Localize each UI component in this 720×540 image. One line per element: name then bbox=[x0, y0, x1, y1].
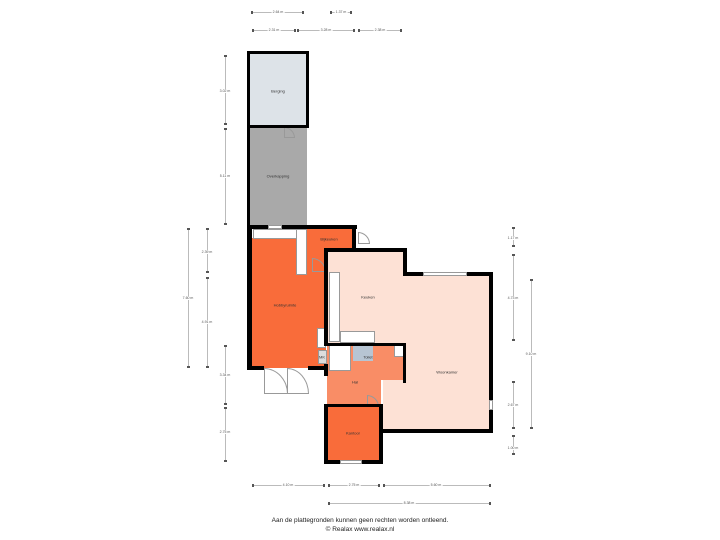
room-label-overkapping: Overkapping bbox=[266, 173, 290, 179]
stairs bbox=[329, 345, 351, 371]
room-berging bbox=[249, 53, 307, 127]
window bbox=[340, 460, 362, 464]
dim-label: 5.11 m bbox=[218, 174, 232, 178]
door[interactable] bbox=[287, 368, 309, 394]
dim-label: 4.10 m bbox=[281, 483, 295, 487]
wall bbox=[324, 248, 406, 252]
wall bbox=[247, 51, 250, 228]
copyright-text: © Realax www.realax.nl bbox=[325, 526, 395, 533]
dim-label: 2.64 m bbox=[271, 10, 285, 14]
dim-line bbox=[224, 407, 227, 462]
dim-label: 8.38 m bbox=[402, 501, 416, 505]
door[interactable] bbox=[264, 368, 288, 394]
dim-label: 9.10 m bbox=[524, 352, 538, 356]
wall bbox=[403, 248, 407, 275]
room-label-woonkamer: Woonkamer bbox=[436, 369, 458, 375]
wall bbox=[324, 364, 328, 376]
room-label-kantoor: Kantoor bbox=[345, 430, 361, 436]
dim-label: 1.00 m bbox=[506, 446, 520, 450]
window bbox=[268, 225, 282, 229]
dim-label: 5.60 m bbox=[429, 483, 443, 487]
room-label-bijkeuken: Bijkeuken bbox=[320, 236, 338, 242]
dim-label: 2.67 m bbox=[506, 403, 520, 407]
meterkast bbox=[318, 350, 327, 364]
wall bbox=[308, 366, 328, 370]
dim-label: 7.60 m bbox=[181, 296, 195, 300]
room-label-berging: Berging bbox=[271, 88, 285, 94]
wall bbox=[403, 272, 423, 276]
room-label-hal: Hal bbox=[351, 379, 359, 385]
room-label-hobbyruimte: Hobbyruimte bbox=[273, 302, 297, 308]
wall bbox=[489, 410, 493, 433]
dim-label: 2.38 m bbox=[373, 28, 387, 32]
wall bbox=[247, 51, 309, 54]
room-label-toilet: Toilet bbox=[363, 354, 373, 360]
dim-label: 3.02 m bbox=[218, 89, 232, 93]
wall bbox=[380, 429, 493, 433]
wall bbox=[324, 250, 328, 346]
room-keuken bbox=[327, 252, 405, 344]
wall bbox=[467, 272, 493, 276]
dim-label: 1.17 m bbox=[506, 236, 520, 240]
room-toilet bbox=[353, 345, 373, 361]
dim-label: 1.37 m bbox=[334, 10, 348, 14]
kitchen-counter bbox=[329, 272, 340, 342]
dim-label: 2.31 m bbox=[267, 28, 281, 32]
dim-label: 4.73 m bbox=[506, 296, 520, 300]
kitchen-counter bbox=[296, 229, 307, 275]
wall bbox=[324, 343, 406, 346]
wall bbox=[379, 404, 383, 464]
kitchen-counter bbox=[340, 331, 375, 343]
room-label-keuken: Keuken bbox=[361, 294, 375, 300]
wall bbox=[247, 366, 264, 370]
window bbox=[423, 272, 467, 276]
room-label-meterkast: MK bbox=[319, 354, 325, 360]
wall bbox=[247, 225, 252, 370]
dim-label: 3.28 m bbox=[319, 28, 333, 32]
room-overkapping bbox=[249, 127, 307, 225]
window bbox=[489, 400, 493, 410]
wall bbox=[324, 404, 382, 407]
wall bbox=[324, 404, 328, 464]
dim-label: 3.34 m bbox=[218, 373, 232, 377]
dim-label: 2.39 m bbox=[200, 250, 214, 254]
kitchen-counter bbox=[253, 229, 297, 239]
disclaimer-text: Aan de plattegronden kunnen geen rechten… bbox=[271, 517, 449, 524]
wall bbox=[403, 343, 406, 383]
dim-label: 2.75 m bbox=[218, 430, 232, 434]
dim-label: 2.75 m bbox=[347, 483, 361, 487]
wall bbox=[489, 272, 493, 400]
dim-label: 4.91 m bbox=[200, 320, 214, 324]
room-kantoor bbox=[327, 407, 380, 462]
door[interactable] bbox=[358, 232, 370, 244]
wall bbox=[352, 225, 356, 251]
wall bbox=[306, 51, 309, 127]
wall bbox=[247, 125, 309, 128]
dim-line bbox=[512, 435, 515, 455]
wall bbox=[247, 225, 357, 229]
